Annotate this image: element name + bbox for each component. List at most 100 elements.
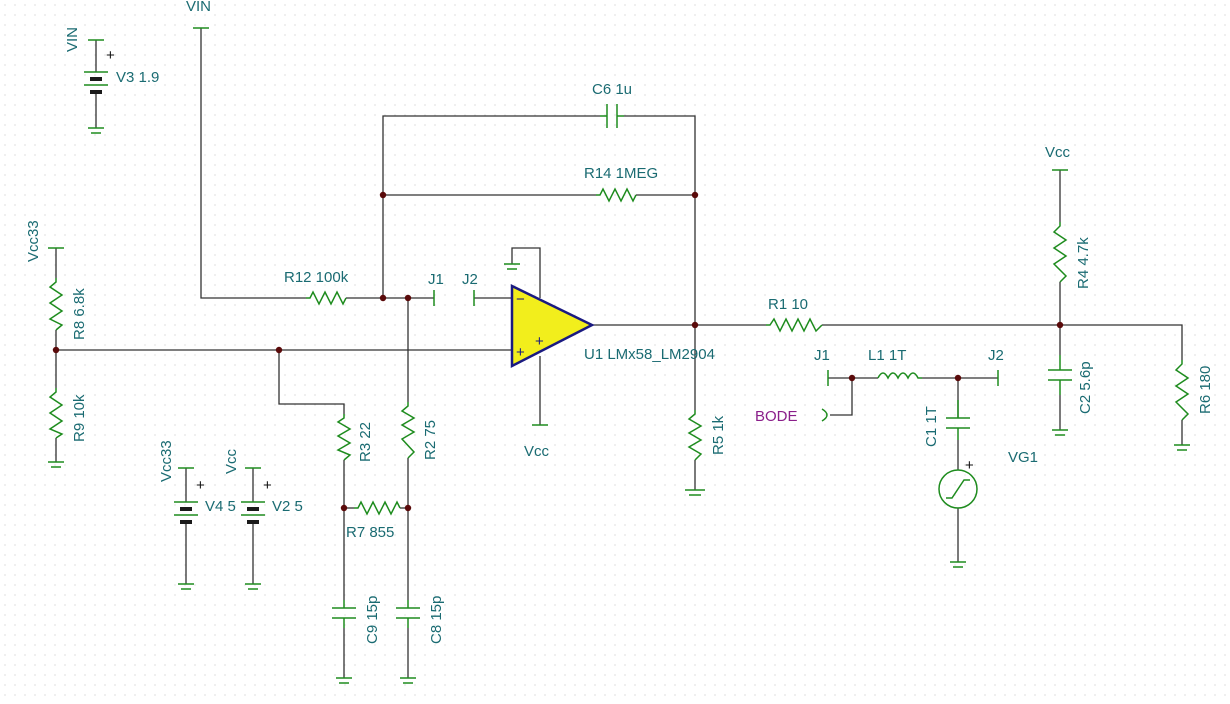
label-r14: R14 1MEG: [584, 165, 658, 182]
ground-c8: [400, 677, 416, 684]
junction: [954, 374, 962, 382]
label-r1: R1 10: [768, 296, 808, 313]
label-j2-a: J2: [462, 271, 478, 288]
label-vg1: VG1: [1008, 449, 1038, 466]
label-c1: C1 1T: [923, 406, 940, 447]
junction: [404, 504, 412, 512]
capacitor-c8[interactable]: [396, 600, 420, 628]
svg-text:+: +: [516, 344, 525, 361]
ground-r5: [685, 489, 705, 496]
capacitors: [332, 104, 1072, 628]
junction: [379, 191, 387, 199]
junction: [340, 504, 348, 512]
opamp-u1[interactable]: − + +: [510, 284, 595, 369]
resistors: [48, 187, 1190, 516]
svg-text:+: +: [106, 47, 115, 64]
labels: VIN VIN V3 1.9 Vcc33 R8 6.8k R9 10k R12 …: [25, 0, 1214, 644]
wire-feedback-right: [624, 115, 696, 410]
capacitor-c9[interactable]: [332, 600, 356, 628]
label-r4: R4 4.7k: [1075, 237, 1092, 289]
capacitor-c2[interactable]: [1048, 355, 1072, 395]
signal-source-vg1[interactable]: +: [938, 457, 978, 509]
bode-terminal[interactable]: [821, 408, 828, 422]
junction: [1056, 321, 1064, 329]
label-c8: C8 15p: [428, 596, 445, 644]
ground-c9: [336, 677, 352, 684]
ground-v2: [245, 583, 261, 590]
label-j1-a: J1: [428, 271, 444, 288]
resistor-r12[interactable]: [306, 290, 347, 306]
capacitor-c6[interactable]: [600, 104, 624, 128]
ground-v4: [178, 583, 194, 590]
grounds: [48, 127, 1190, 684]
wire-opamp-top: [511, 247, 541, 298]
label-r9: R9 10k: [71, 394, 88, 442]
label-r6: R6 180: [1197, 366, 1214, 414]
resistor-r6[interactable]: [1174, 360, 1190, 421]
junction: [275, 346, 283, 354]
svg-text:+: +: [263, 477, 272, 494]
label-v3-net: VIN: [64, 27, 81, 52]
resistor-r8[interactable]: [48, 278, 64, 331]
resistor-r3[interactable]: [336, 414, 352, 461]
label-r2: R2 75: [422, 420, 439, 460]
wire-bode: [830, 378, 853, 416]
capacitor-c1[interactable]: [946, 400, 970, 440]
resistor-r4[interactable]: [1052, 222, 1068, 283]
terminals: [48, 27, 1068, 469]
label-r7: R7 855: [346, 524, 394, 541]
svg-text:+: +: [196, 477, 205, 494]
junction: [379, 294, 387, 302]
wire-r3-top: [278, 350, 345, 414]
wire-vin: [200, 28, 306, 299]
label-r5: R5 1k: [710, 415, 727, 455]
label-j1-b: J1: [814, 347, 830, 364]
ground-r6: [1174, 444, 1190, 451]
label-v4-net: Vcc33: [158, 440, 175, 482]
battery-v2[interactable]: +: [241, 477, 272, 524]
label-vcc33-left: Vcc33: [25, 220, 42, 262]
svg-text:+: +: [535, 333, 544, 350]
junction: [691, 321, 699, 329]
label-u1: U1 LMx58_LM2904: [584, 346, 715, 363]
label-c9: C9 15p: [364, 596, 381, 644]
label-l1: L1 1T: [868, 347, 906, 364]
resistor-r7[interactable]: [354, 500, 401, 516]
resistor-r9[interactable]: [48, 388, 64, 439]
label-vcc-right: Vcc: [1045, 144, 1071, 161]
resistor-r2[interactable]: [400, 402, 416, 459]
junction: [52, 346, 60, 354]
resistor-r14[interactable]: [596, 187, 637, 203]
resistor-r5[interactable]: [687, 410, 703, 461]
label-vcc-u1: Vcc: [524, 443, 550, 460]
wire-r1-right: [822, 324, 1183, 360]
label-r12: R12 100k: [284, 269, 349, 286]
svg-text:+: +: [965, 457, 974, 474]
wires: [55, 28, 1183, 678]
resistor-r1[interactable]: [766, 317, 823, 333]
ground-opamp: [504, 263, 520, 270]
label-j2-b: J2: [988, 347, 1004, 364]
inductor-l1[interactable]: [877, 372, 922, 380]
label-v2-net: Vcc: [223, 448, 240, 474]
battery-v4[interactable]: +: [174, 477, 205, 524]
ground-vg1: [950, 561, 966, 568]
svg-text:−: −: [516, 291, 525, 308]
junction: [848, 374, 856, 382]
wire-feedback-left: [382, 115, 600, 298]
ground-r9: [48, 461, 64, 468]
label-c2: C2 5.6p: [1077, 361, 1094, 414]
junctions: [52, 191, 1064, 512]
label-v2: V2 5: [272, 498, 303, 515]
label-r3: R3 22: [357, 422, 374, 462]
label-v4: V4 5: [205, 498, 236, 515]
label-c6: C6 1u: [592, 81, 632, 98]
label-bode: BODE: [755, 408, 798, 425]
ground-v3: [88, 127, 104, 134]
label-vin-top: VIN: [186, 0, 211, 15]
ground-c2: [1052, 429, 1068, 436]
battery-v3[interactable]: +: [84, 47, 115, 94]
junction: [404, 294, 412, 302]
